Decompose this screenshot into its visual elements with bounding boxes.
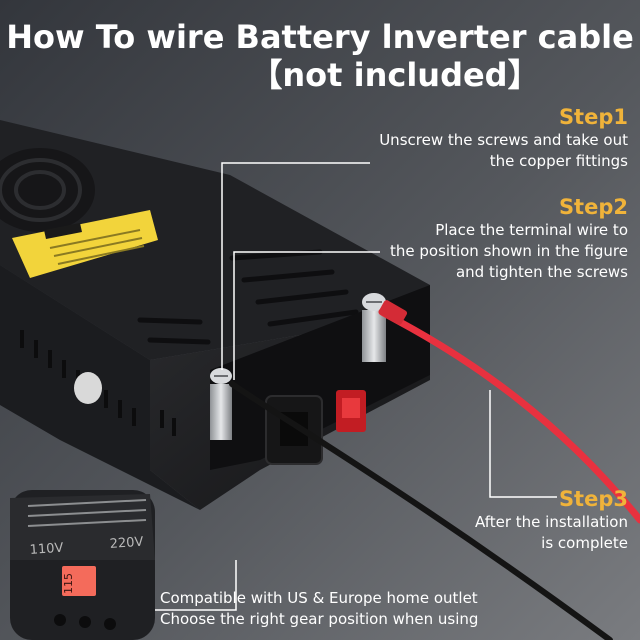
step2-line2: the position shown in the figure [390,242,628,260]
step3-line1: After the installation [475,513,628,531]
connector-inset [152,560,237,611]
step2-line3: and tighten the screws [455,263,628,281]
switch-inset-photo: 110V 220V 115 [10,490,155,640]
black-wire [229,381,613,640]
screw-left [210,368,232,440]
step3-block: Step3 After the installation is complete [475,486,628,554]
ce-sticker [74,372,102,404]
inset-left-label: 110V [29,541,64,558]
red-wire [378,308,640,524]
title-line1: How To wire Battery lnverter cable [6,18,634,56]
page-title: How To wire Battery lnverter cable 【not … [0,18,640,94]
note-line2: Choose the right gear position when usin… [160,610,479,628]
step3-heading: Step3 [558,487,628,511]
title-line2: 【not included】 [250,56,540,94]
connector-lines [152,162,557,611]
compatibility-note: Compatible with US & Europe home outlet … [160,588,478,630]
step1-heading: Step1 [558,105,628,129]
inset-right-label: 220V [109,535,144,552]
red-terminal [378,300,408,325]
fan-grille [0,148,95,232]
svg-text:115: 115 [62,573,75,594]
connector-step2 [233,251,380,380]
step1-block: Step1 Unscrew the screws and take out th… [379,104,628,172]
step2-heading: Step2 [558,195,628,219]
voltage-slide-switch [62,566,96,596]
step3-line2: is complete [541,534,628,552]
step2-line1: Place the terminal wire to [435,221,628,239]
step1-line1: Unscrew the screws and take out [379,131,628,149]
note-line1: Compatible with US & Europe home outlet [160,589,478,607]
psu-top-face [0,120,430,360]
step1-line2: the copper fittings [489,152,628,170]
connector-step1 [221,162,370,370]
power-supply-unit [0,120,430,510]
step2-block: Step2 Place the terminal wire to the pos… [390,194,628,283]
screw-right [362,293,386,362]
top-vents [137,249,359,345]
warning-label [12,210,158,278]
connector-step3 [489,390,557,498]
wires [229,300,640,640]
